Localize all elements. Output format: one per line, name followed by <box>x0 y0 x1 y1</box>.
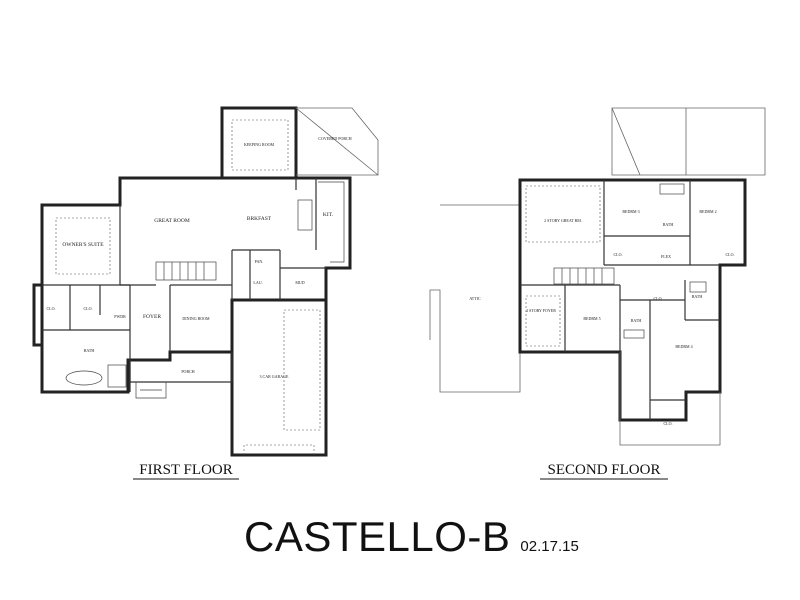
second-floor-room-labels: BEDRM 3 BEDRM 2 2 STORY GREAT RM. BATH C… <box>469 209 734 426</box>
label-bedrm-3: BEDRM 3 <box>622 209 639 214</box>
label-closet-c-second: CLO. <box>654 296 663 301</box>
label-bedrm-5: BEDRM 5 <box>583 316 600 321</box>
label-garage: 3 CAR GARAGE <box>260 374 289 379</box>
second-floor-plan: BEDRM 3 BEDRM 2 2 STORY GREAT RM. BATH C… <box>429 107 766 480</box>
label-dining-room: DINING ROOM <box>182 316 210 321</box>
keeping-room-ceiling <box>231 119 289 171</box>
label-bath-b: BATH <box>631 318 642 323</box>
label-closet-d-second: CLO. <box>664 421 673 426</box>
great-room-open-to-below <box>525 185 601 243</box>
bath-tub-lower <box>623 329 645 339</box>
garage-door-swing <box>243 444 315 455</box>
label-flex: FLEX <box>661 254 671 259</box>
first-floor-plan: KEEPING ROOM COVERED PORCH GREAT ROOM BR… <box>32 106 379 480</box>
label-foyer-open: 2 STORY FOYER <box>526 308 556 313</box>
first-floor-heading: FIRST FLOOR <box>139 462 233 478</box>
label-attic: ATTIC <box>469 296 481 301</box>
label-covered-porch: COVERED PORCH <box>318 136 351 141</box>
label-closet-b-second: CLO. <box>726 252 735 257</box>
lower-roof-outline <box>619 352 721 446</box>
covered-porch-hip-line <box>295 107 379 176</box>
label-kit: KIT. <box>323 212 334 218</box>
label-great-room-open: 2 STORY GREAT RM. <box>544 218 582 223</box>
bath-tub-upper <box>659 183 685 195</box>
label-pantry: PAN. <box>255 259 264 264</box>
label-bedrm-4: BEDRM 4 <box>675 344 692 349</box>
garage-walls <box>230 298 328 457</box>
label-closet-a-second: CLO. <box>614 252 623 257</box>
second-floor-heading: SECOND FLOOR <box>548 462 661 478</box>
label-owners-suite: OWNER'S SUITE <box>62 242 104 248</box>
label-bath: BATH <box>84 348 95 353</box>
garage-bay-outline <box>283 309 321 431</box>
kitchen-island <box>297 199 313 231</box>
first-floor-interior-walls <box>42 178 326 392</box>
label-bath-a: BATH <box>663 222 674 227</box>
label-brkfast: BRKFAST <box>247 216 272 222</box>
front-porch-outline <box>129 352 233 383</box>
shower <box>107 364 127 388</box>
left-bump-walls <box>32 283 42 347</box>
label-bath-c: BATH <box>692 294 703 299</box>
covered-porch-outline <box>296 107 379 176</box>
label-foyer: FOYER <box>143 314 161 320</box>
front-steps <box>135 382 167 399</box>
label-laundry: LAU. <box>253 280 262 285</box>
label-powder: PWDR <box>114 314 126 319</box>
bath-tub-right <box>689 281 707 293</box>
keeping-room-walls <box>220 106 298 178</box>
label-great-room: GREAT ROOM <box>154 218 190 224</box>
foyer-open-to-below <box>525 295 561 347</box>
label-bedrm-2: BEDRM 2 <box>699 209 716 214</box>
second-floor-interior-walls <box>520 180 720 420</box>
label-closet-b: CLO. <box>84 306 93 311</box>
title-block: CASTELLO-B 02.17.15 <box>244 513 579 573</box>
bathtub <box>65 370 103 386</box>
label-keeping-room: KEEPING ROOM <box>244 142 275 147</box>
first-floor-stairs <box>155 261 217 281</box>
label-closet-a: CLO. <box>47 306 56 311</box>
second-floor-stairs <box>553 267 615 285</box>
plan-name: CASTELLO-B <box>244 513 511 560</box>
first-floor-room-labels: KEEPING ROOM COVERED PORCH GREAT ROOM BR… <box>47 136 352 379</box>
plan-date: 02.17.15 <box>520 538 579 555</box>
kitchen-counter <box>318 181 345 263</box>
rear-roof-outline <box>611 107 766 176</box>
owners-suite-tray-ceiling <box>55 217 111 275</box>
second-floor-exterior-walls <box>518 178 747 422</box>
label-porch: PORCH <box>181 369 194 374</box>
label-mud: MUD <box>295 280 304 285</box>
